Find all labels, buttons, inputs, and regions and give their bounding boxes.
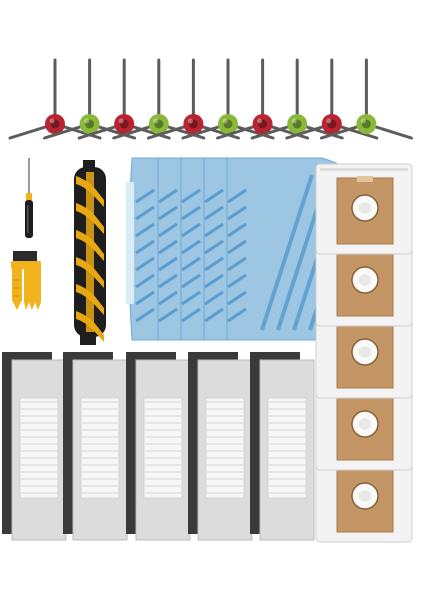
side-brush-icon: [43, 58, 137, 140]
side-brush-row: [8, 58, 413, 140]
side-brush-icon: [8, 58, 102, 140]
hepa-filter-icon: [2, 352, 67, 541]
screwdriver-icon: [25, 158, 33, 238]
side-brush-icon: [319, 58, 413, 140]
side-brush-icon: [146, 58, 240, 140]
side-brush-icon: [216, 58, 310, 140]
dust-bag-stack: [315, 163, 413, 543]
cleaning-tool-icon: [11, 251, 41, 310]
dust-bag-icon: [315, 307, 413, 399]
dust-bag-icon: [315, 451, 413, 543]
hepa-filter-row: [2, 352, 315, 541]
side-brush-icon: [285, 58, 379, 140]
hepa-filter-icon: [188, 352, 253, 541]
hepa-filter-icon: [126, 352, 191, 541]
side-brush-icon: [112, 58, 206, 140]
hepa-filter-icon: [250, 352, 315, 541]
dust-bag-icon: [315, 163, 413, 255]
side-brush-icon: [77, 58, 171, 140]
mop-pad-icon: [126, 157, 159, 341]
hepa-filter-icon: [63, 352, 128, 541]
side-brush-icon: [250, 58, 344, 140]
side-brush-icon: [181, 58, 275, 140]
main-roller-brush-icon: [74, 160, 106, 345]
